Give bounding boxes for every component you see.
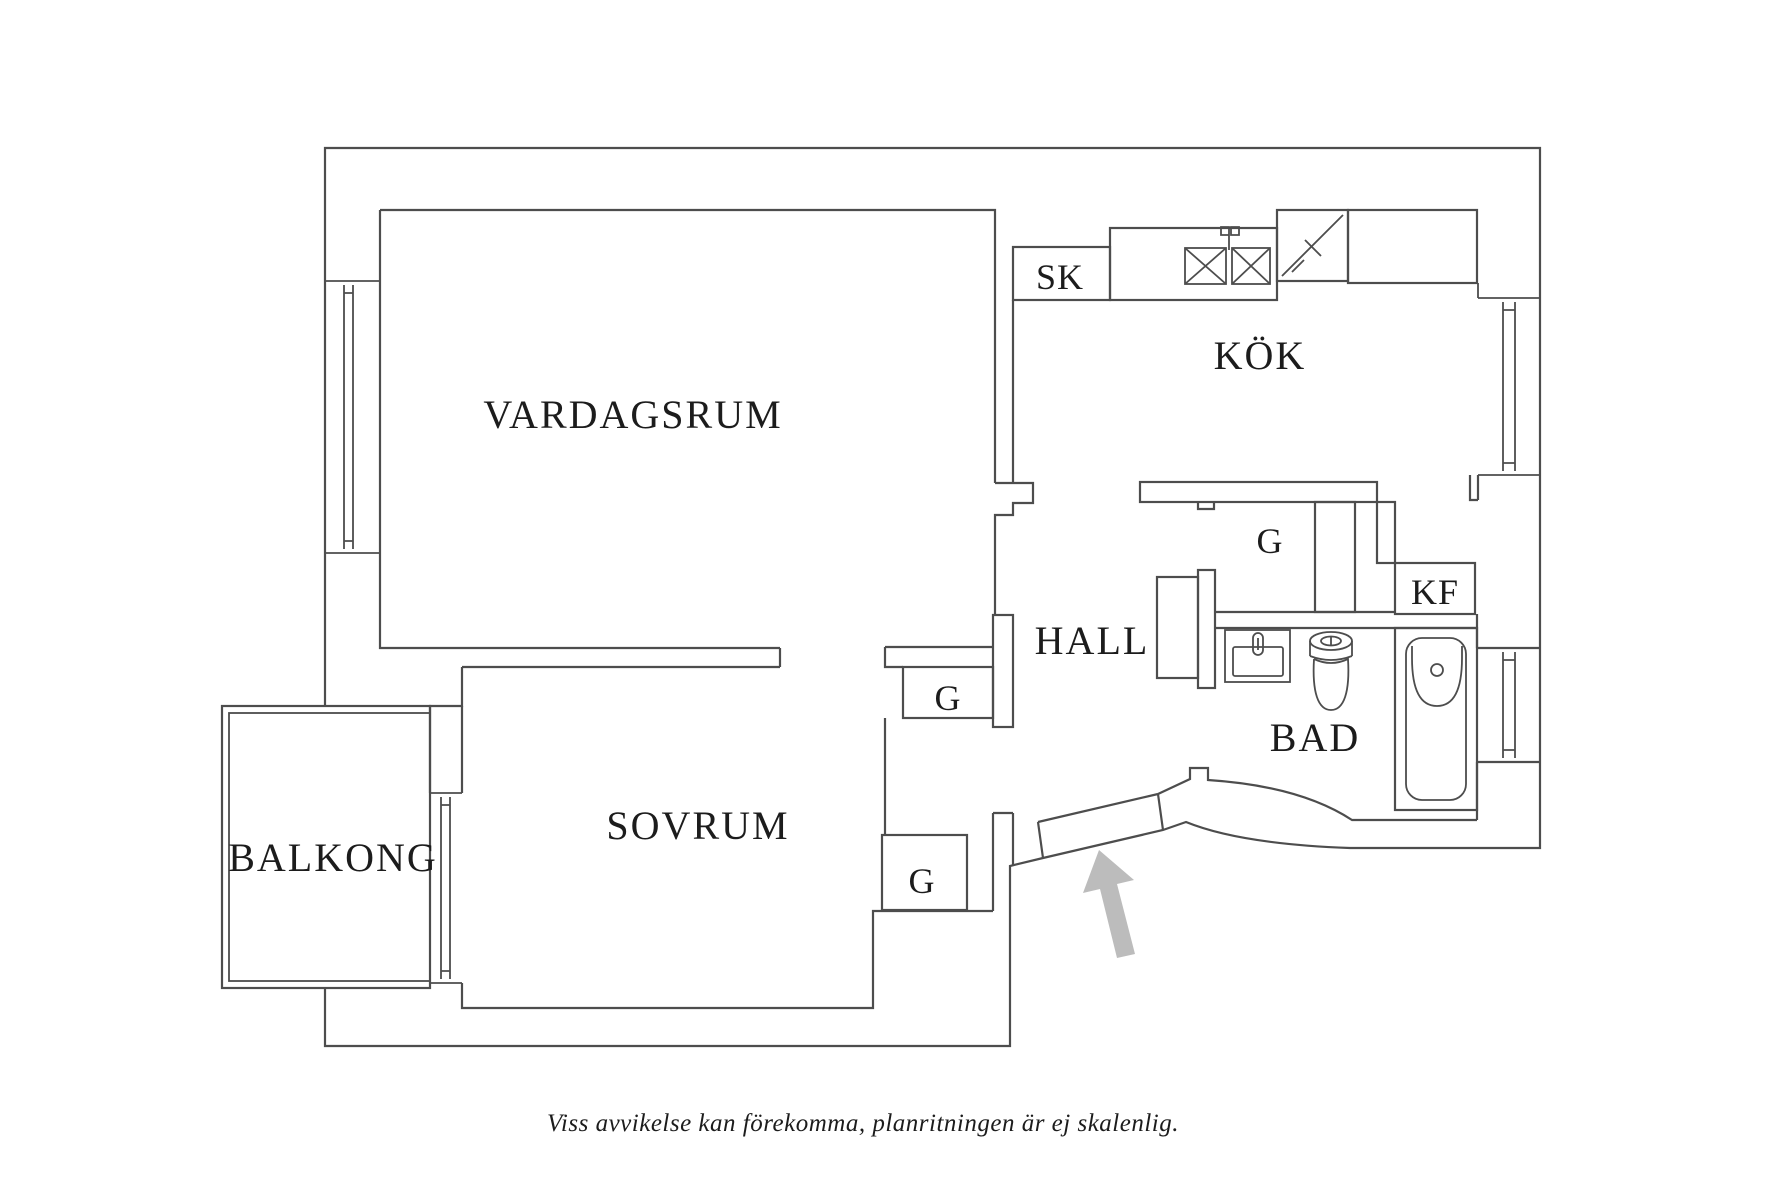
label-bad: BAD [1270, 715, 1360, 760]
room-kok [1011, 208, 1540, 511]
room-balkong [220, 704, 462, 990]
label-sk: SK [1036, 257, 1084, 297]
outer-walls [323, 146, 1542, 1048]
wall-vardagsrum-sovrum [428, 648, 782, 793]
toilet-icon [1309, 631, 1353, 711]
label-g-hall: G [935, 678, 962, 718]
label-kf: KF [1411, 572, 1459, 612]
label-vardagsrum: VARDAGSRUM [483, 392, 782, 437]
label-kok: KÖK [1214, 333, 1307, 378]
label-hall: HALL [1035, 618, 1150, 663]
label-g-kitchen: G [1257, 521, 1284, 561]
washbasin-icon [1224, 629, 1291, 683]
stove-icon [1275, 208, 1350, 283]
room-bad [1157, 614, 1540, 822]
closet-g-hall [883, 613, 1015, 729]
room-vardagsrum [378, 208, 1035, 650]
label-sovrum: SOVRUM [606, 803, 789, 848]
kok-window-icon [1468, 283, 1540, 502]
label-g-sovrum: G [909, 861, 936, 901]
disclaimer-caption: Viss avvikelse kan förekomma, planritnin… [547, 1110, 1179, 1137]
vardagsrum-window-icon [325, 280, 380, 554]
bathtub-icon [1393, 626, 1479, 812]
closet-kf [1375, 500, 1477, 616]
balkong-door-icon [430, 792, 462, 984]
entrance-door-opening [1036, 792, 1165, 859]
kitchen-double-sink-icon [1184, 226, 1271, 285]
label-balkong: BALKONG [228, 835, 438, 880]
entrance-arrow-icon [1083, 850, 1135, 958]
room-sovrum [460, 718, 1015, 1010]
bad-window-icon [1502, 652, 1516, 758]
